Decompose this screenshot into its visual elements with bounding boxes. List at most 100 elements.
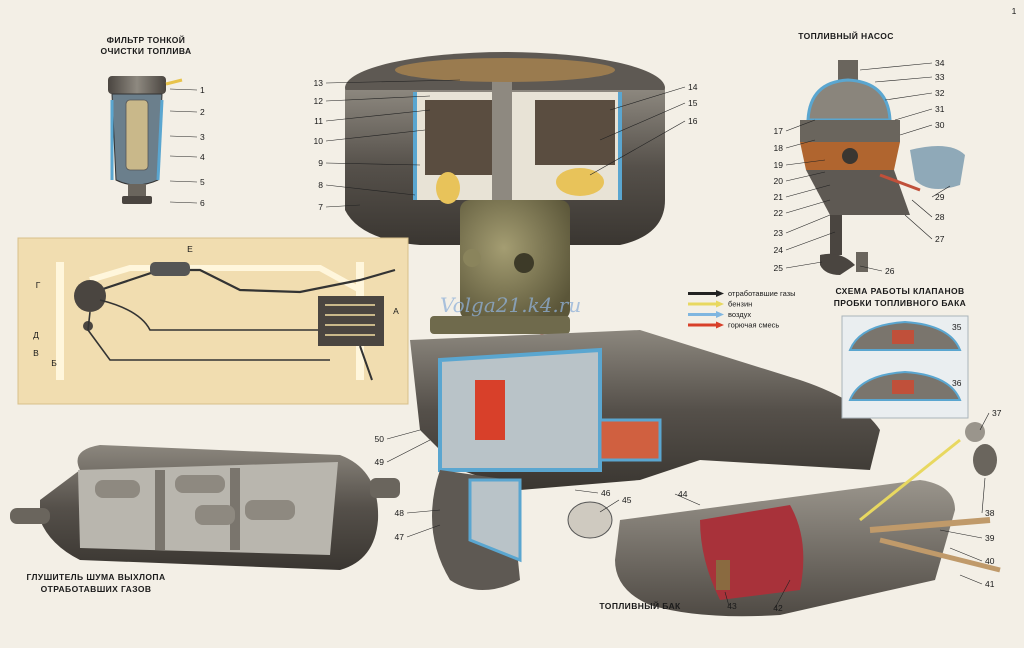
leader-line	[325, 204, 361, 208]
callout-number: 3	[200, 132, 205, 142]
leader-line	[785, 139, 816, 149]
callout-number: 40	[985, 556, 995, 566]
muffler	[10, 445, 400, 570]
leader-line	[785, 159, 826, 166]
air-cleaner	[345, 52, 665, 245]
leader-line	[325, 95, 431, 102]
callout-number: 8	[318, 180, 323, 190]
leader-line	[169, 180, 198, 183]
callout-number: 15	[688, 98, 698, 108]
leader-line	[325, 184, 416, 196]
arrow-icon	[716, 321, 724, 329]
legend-label: горючая смесь	[728, 321, 779, 330]
leader-line	[599, 102, 686, 141]
callout-number: 24	[774, 245, 784, 255]
arrow-icon	[716, 300, 724, 308]
callout-number: 29	[935, 192, 945, 202]
leader-line	[325, 129, 426, 142]
inset-label: Г	[36, 280, 41, 290]
legend-item: бензин	[688, 300, 752, 309]
callout-number: 33	[935, 72, 945, 82]
callout-number: 2	[200, 107, 205, 117]
callout-number: 37	[992, 408, 1002, 418]
leader-line	[785, 231, 836, 251]
callout-number: 11	[314, 116, 323, 126]
callout-number: 28	[935, 212, 945, 222]
callout-number: 47	[395, 532, 405, 542]
leader-line	[894, 108, 933, 121]
valve-scheme-title: СХЕМА РАБОТЫ КЛАПАНОВ	[835, 286, 964, 296]
callout-number: 22	[774, 208, 784, 218]
carburettor	[430, 200, 570, 346]
fuel-pump-title: ТОПЛИВНЫЙ НАСОС	[798, 30, 894, 41]
legend-label: воздух	[728, 310, 751, 319]
inset-label: А	[393, 306, 399, 316]
arrow-icon	[716, 311, 724, 318]
leader-line	[785, 199, 831, 214]
leader-line	[959, 574, 983, 585]
legend-label: отработавшие газы	[728, 289, 796, 298]
callout-number: 17	[774, 126, 784, 136]
leader-line	[785, 184, 831, 198]
callout-number: 12	[314, 96, 324, 106]
fuel-pump	[800, 60, 965, 275]
leader-line	[406, 509, 441, 514]
callout-number: 31	[935, 104, 945, 114]
callout-number: 21	[774, 192, 784, 202]
leader-line	[386, 439, 431, 463]
callout-number: 41	[985, 579, 995, 589]
callout-number: 38	[985, 508, 995, 518]
fuel-filter	[108, 76, 183, 204]
leader-line	[325, 162, 421, 166]
callout-number: 30	[935, 120, 945, 130]
leader-line	[169, 135, 198, 138]
leader-line	[674, 493, 701, 506]
leader-line	[325, 109, 431, 122]
leader-line	[949, 547, 983, 562]
callout-number: 23	[774, 228, 784, 238]
callout-number: 18	[774, 143, 784, 153]
callout-number: 46	[601, 488, 611, 498]
callout-number: 27	[935, 234, 945, 244]
leader-line	[874, 76, 933, 83]
leader-line	[589, 120, 686, 176]
callout-number: 10	[314, 136, 324, 146]
callout-number: 25	[774, 263, 784, 273]
callout-number: 36	[952, 378, 962, 388]
leader-line	[904, 214, 933, 240]
fuel-tank-title: ТОПЛИВНЫЙ БАК	[599, 600, 681, 611]
leader-line	[785, 214, 831, 234]
fuel-tank	[615, 422, 1001, 617]
leader-line	[979, 412, 990, 431]
callout-number: 14	[688, 82, 698, 92]
leader-line	[574, 489, 599, 494]
legend-item: горючая смесь	[688, 321, 779, 330]
legend-item: воздух	[688, 310, 751, 319]
leader-line	[386, 429, 421, 440]
leader-line	[785, 171, 826, 182]
valve-scheme-title: ПРОБКИ ТОПЛИВНОГО БАКА	[834, 298, 966, 308]
leader-line	[406, 524, 441, 538]
callout-number: 39	[985, 533, 995, 543]
arrow-icon	[716, 290, 724, 297]
callout-number: 26	[885, 266, 895, 276]
leader-line	[899, 124, 933, 136]
fuel-filter-title: ФИЛЬТР ТОНКОЙ	[107, 34, 186, 45]
leader-line	[169, 155, 198, 158]
leader-line	[774, 579, 791, 609]
leader-line	[939, 529, 983, 539]
callout-number: 42	[773, 603, 783, 613]
leader-line	[599, 499, 620, 513]
leader-line	[169, 88, 198, 91]
callout-number: 32	[935, 88, 945, 98]
callout-number: 13	[314, 78, 324, 88]
callout-number: 16	[688, 116, 698, 126]
callout-number: 49	[375, 457, 385, 467]
callout-number: 4	[200, 152, 205, 162]
callout-number: 1	[200, 85, 205, 95]
page-number: 1	[1012, 6, 1017, 16]
